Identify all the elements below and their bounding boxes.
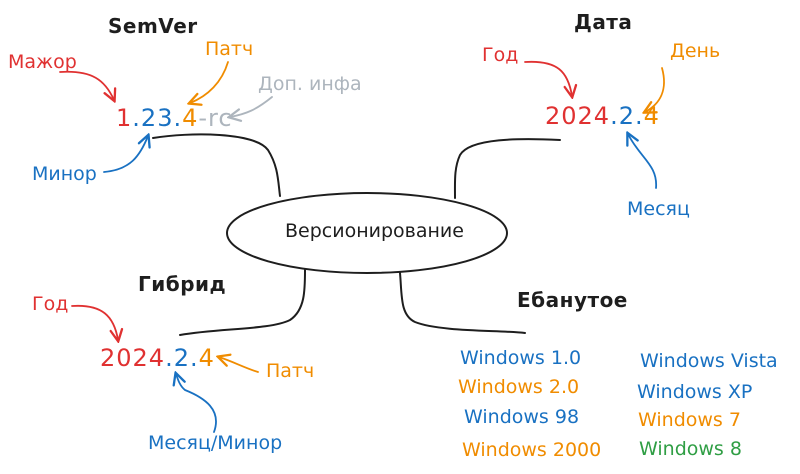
center-label: Версионирование (285, 220, 464, 242)
windows-2000: Windows 2000 (462, 439, 602, 461)
windows-2-0: Windows 2.0 (458, 376, 580, 398)
arrow-semver-minor (103, 136, 148, 173)
branch-date (453, 138, 561, 199)
center-ellipse (226, 192, 508, 274)
semver-patch-label: Патч (205, 38, 254, 60)
arrow-semver-major (59, 70, 114, 100)
hybrid-month-number: 2 (173, 344, 190, 372)
windows-98: Windows 98 (464, 406, 580, 428)
date-dot-2: . (635, 102, 644, 130)
hybrid-version: 2024.2.4 (100, 346, 215, 370)
branch-hybrid (179, 269, 306, 336)
hybrid-title: Гибрид (138, 272, 227, 296)
arrow-semver-patch (190, 61, 229, 103)
hybrid-dot-1: . (165, 344, 174, 372)
date-day-label: День (670, 40, 721, 62)
arrow-hybrid-year (71, 304, 118, 340)
date-month-label: Месяц (627, 198, 690, 220)
hybrid-patch-number: 4 (198, 344, 215, 372)
hybrid-year-label: Год (32, 293, 69, 315)
branch-crazy (399, 272, 526, 334)
date-version: 2024.2.4 (545, 104, 660, 128)
windows-xp: Windows XP (637, 381, 753, 403)
semver-extra-suffix: -rc (198, 104, 233, 132)
semver-major-number: 1 (116, 104, 133, 132)
windows-vista: Windows Vista (640, 350, 778, 372)
branch-semver (152, 133, 281, 197)
date-day-number: 4 (643, 102, 660, 130)
date-title: Дата (574, 10, 633, 34)
arrow-semver-extra (230, 96, 273, 117)
semver-extra-label: Доп. инфа (258, 73, 362, 95)
date-month-number: 2 (618, 102, 635, 130)
semver-minor-number: 23 (140, 104, 174, 132)
arrow-hybrid-month (176, 374, 217, 433)
arrow-date-year (524, 60, 572, 96)
windows-7: Windows 7 (638, 409, 741, 431)
arrow-date-day (645, 67, 665, 112)
crazy-title: Ебанутое (517, 288, 628, 312)
hybrid-month-label: Месяц/Минор (148, 432, 283, 454)
semver-dot-2: . (173, 104, 183, 132)
semver-minor-label: Минор (32, 163, 97, 185)
windows-1-0: Windows 1.0 (460, 347, 582, 369)
arrow-date-month (628, 134, 657, 189)
semver-major-label: Мажор (8, 51, 77, 73)
hybrid-dot-2: . (190, 344, 199, 372)
date-dot-1: . (610, 102, 619, 130)
hybrid-patch-label: Патч (266, 360, 315, 382)
semver-title: SemVer (108, 14, 198, 38)
date-year-number: 2024 (545, 102, 611, 130)
semver-patch-number: 4 (182, 104, 199, 132)
semver-version: 1.23.4-rc (116, 106, 233, 130)
arrow-hybrid-patch (219, 357, 259, 373)
date-year-label: Год (482, 44, 519, 66)
semver-dot-1: . (132, 104, 141, 132)
windows-8: Windows 8 (639, 438, 742, 460)
hybrid-year-number: 2024 (100, 344, 166, 372)
